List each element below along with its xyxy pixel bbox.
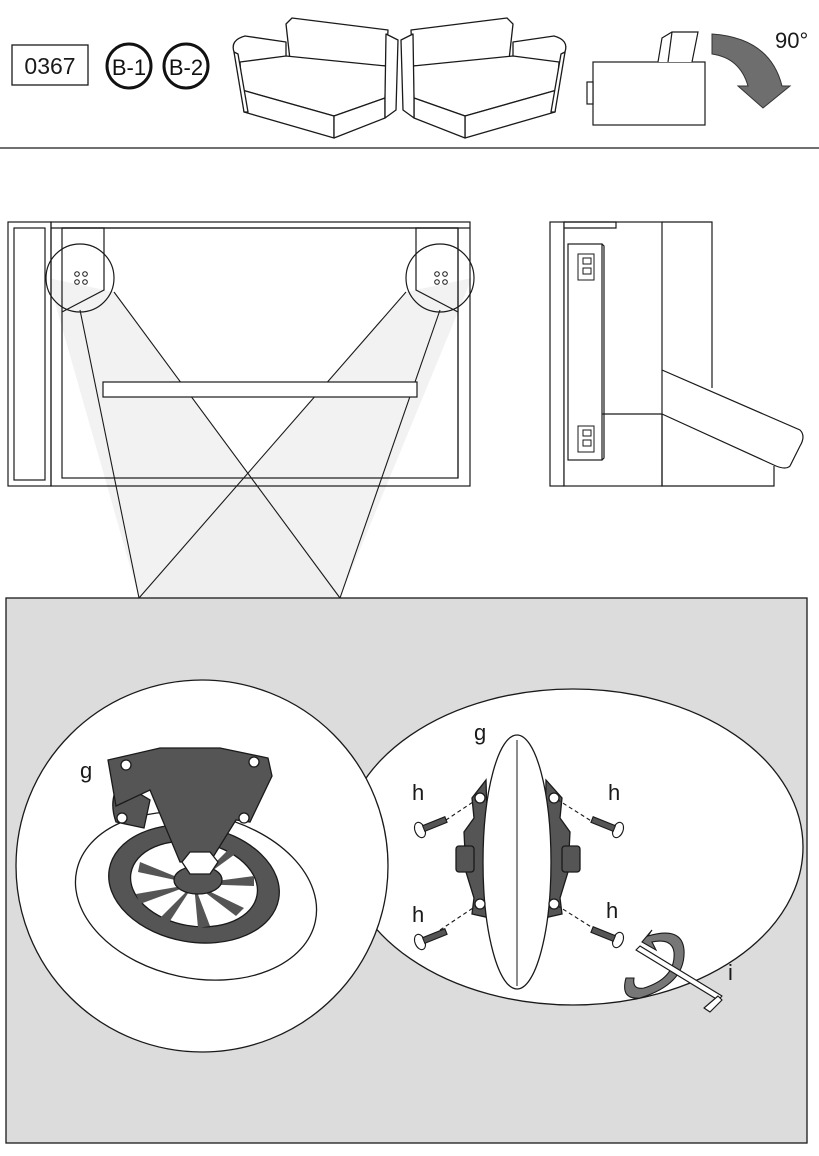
screw-icon	[413, 816, 625, 951]
detail-projection	[48, 278, 472, 599]
sofa-module-right-icon	[400, 17, 567, 139]
part-number-box	[11, 44, 89, 86]
caster-label-right: g	[474, 720, 486, 745]
rotated-module-icon	[586, 31, 706, 126]
sofa-module-left-icon	[232, 17, 399, 139]
module-side-view	[549, 221, 804, 487]
part-number: 0367	[24, 53, 75, 79]
caster-wheel-icon	[74, 747, 318, 981]
badge-b1	[105, 42, 153, 90]
badge-b2-label: B-2	[169, 55, 203, 80]
screw-label-top-left: h	[412, 780, 424, 805]
module-bottom-view	[7, 221, 475, 487]
header: 0367 B-1 B-2	[0, 17, 819, 149]
rotation-label: 90°	[775, 28, 808, 53]
caster-label-left: g	[80, 758, 92, 783]
caster-side-view-icon	[439, 734, 597, 990]
badge-b1-label: B-1	[112, 55, 146, 80]
screw-label-top-right: h	[608, 780, 620, 805]
screw-label-bottom-right: h	[606, 898, 618, 923]
hex-key-label: i	[728, 960, 733, 985]
screw-label-bottom-left: h	[412, 902, 424, 927]
hex-key-icon	[635, 945, 723, 1013]
rotate-arrow-icon	[711, 33, 792, 109]
rotation-arrow-icon	[624, 929, 685, 999]
badge-b2	[162, 42, 210, 90]
